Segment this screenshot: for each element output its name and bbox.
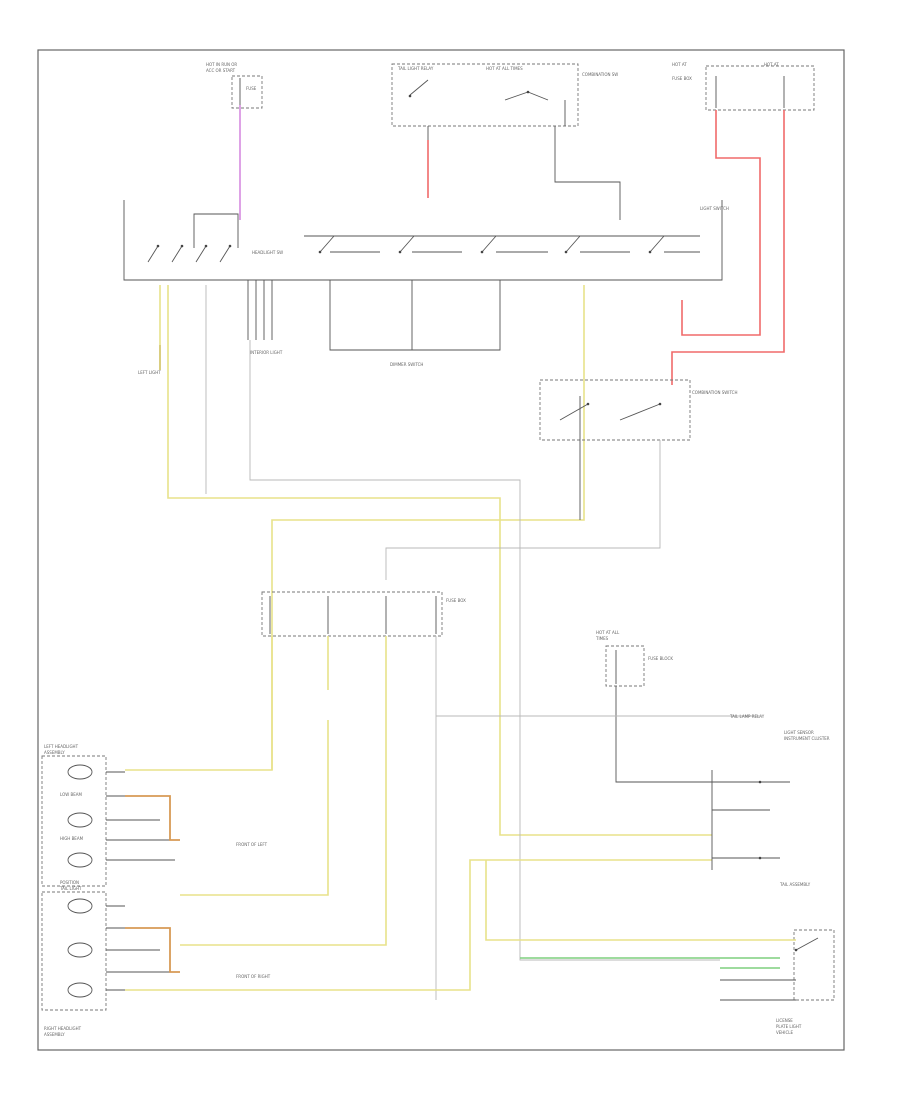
label-relay-sub: COMBINATION SW [582,72,618,77]
yellow-wire-main [125,285,712,836]
label-low-beam: LOW BEAM [60,792,82,797]
top-center-relay-box: TAIL LIGHT RELAY HOT AT ALL TIMES COMBIN… [391,63,618,127]
gray-wire-bus [205,285,720,961]
label-high-beam: HIGH BEAM [60,836,84,841]
label-front-left: FRONT OF LEFT [236,842,268,847]
label-plate: PLATE LIGHT [776,1024,802,1029]
label-left-headlight: LEFT HEADLIGHT [44,744,79,749]
diagram-frame [37,49,845,1051]
label-fuse-box-right: FUSE BOX [672,76,692,81]
label-fuse-left: FUSE [246,86,257,91]
label-license: LICENSE [776,1018,793,1023]
label-tail-assembly: TAIL ASSEMBLY [779,882,811,887]
top-left-fuse-block: HOT IN RUN OR ACC OR START FUSE [206,62,263,109]
red-wire-right [671,110,785,385]
label-fuse-box: FUSE BOX [446,598,466,603]
top-right-fuse-box: HOT AT HOT AT FUSE BOX [672,62,815,111]
label-position: POSITION [60,880,79,885]
label-assembly: ASSEMBLY [44,750,65,755]
label-hot-at-all2: HOT AT ALL [596,630,620,635]
label-dimmer-switch: DIMMER SWITCH [390,362,423,367]
label-headlight-sw: HEADLIGHT SW [252,250,283,255]
instrument-cluster [711,770,790,870]
label-tail-lamp-relay: TAIL LAMP RELAY [729,714,765,719]
label-light-sensor: LIGHT SENSOR [784,730,814,735]
label-combination-sw: COMBINATION SWITCH [692,390,737,395]
label-instrument: INSTRUMENT CLUSTER [784,736,830,741]
label-hot-run: HOT IN RUN OR [206,62,237,67]
license-plate-assembly [793,929,835,1001]
label-left-light: LEFT LIGHT [138,370,161,375]
label-relay-title: TAIL LIGHT RELAY [397,66,434,71]
center-fuse-box: FUSE BOX [261,591,466,637]
green-wire [520,957,780,969]
label-right-assembly: ASSEMBLY [44,1032,65,1037]
right-fuse-block: HOT AT ALL TIMES FUSE BLOCK [595,630,673,687]
label-fuse-block: FUSE BLOCK [648,656,673,661]
label-front-right: FRONT OF RIGHT [236,974,271,979]
label-times: TIMES [595,636,609,641]
left-headlight-assembly: LEFT HEADLIGHT ASSEMBLY LOW BEAM HIGH BE… [41,744,107,887]
combination-switch: COMBINATION SWITCH [539,379,737,441]
label-vehicle: VEHICLE [776,1030,793,1035]
label-hot-start: ACC OR START [206,68,236,73]
label-light-switch: LIGHT SWITCH [700,206,729,211]
label-tail-light: TAIL LIGHT [59,886,82,891]
label-hot-right: HOT AT [764,62,779,67]
right-headlight-assembly: RIGHT HEADLIGHT ASSEMBLY TAIL LIGHT [41,886,107,1037]
label-right-headlight: RIGHT HEADLIGHT [44,1026,82,1031]
label-hot-left: HOT AT [672,62,687,67]
label-hot-at-all: HOT AT ALL TIMES [486,66,523,71]
label-interior-light: INTERIOR LIGHT [250,350,283,355]
light-switch: LIGHT SWITCH HEADLIGHT SW [123,200,729,281]
